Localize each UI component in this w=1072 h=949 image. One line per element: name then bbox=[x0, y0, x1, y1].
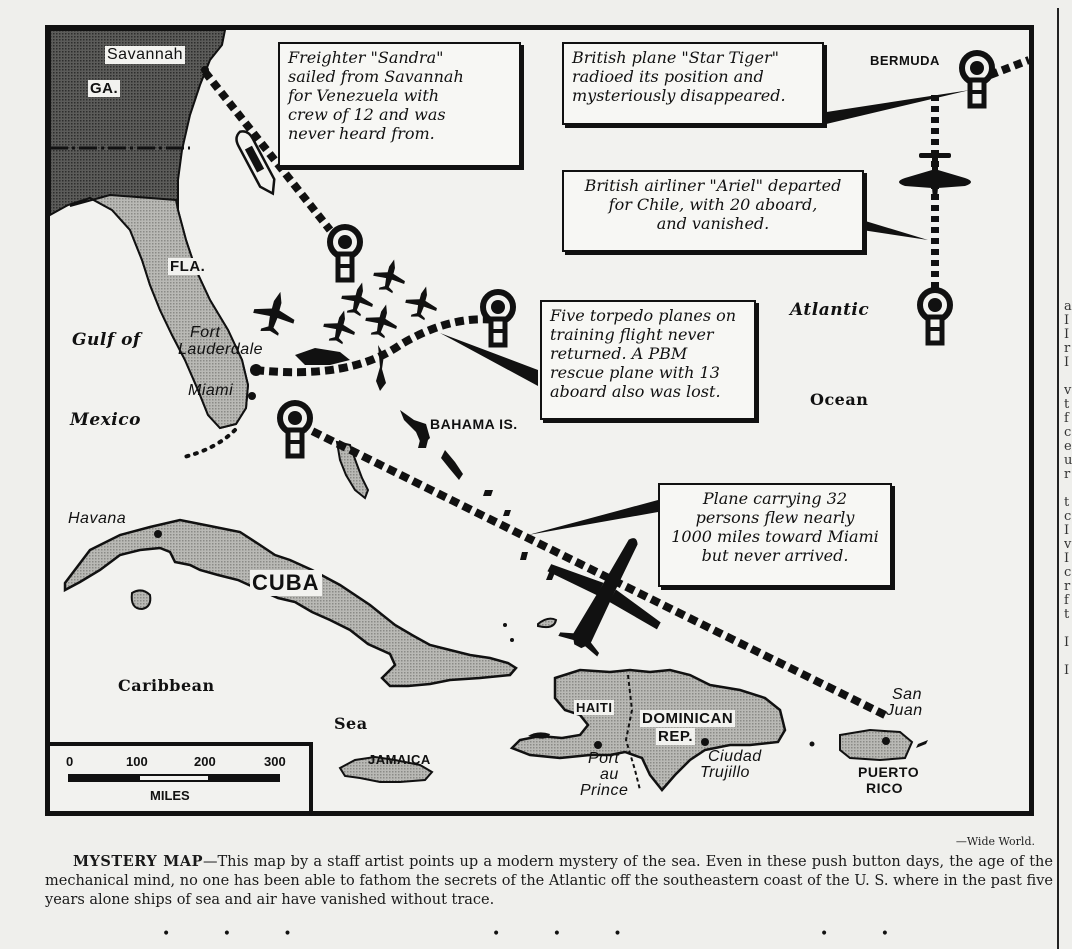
callout-freighter-sandra: Freighter "Sandra" sailed from Savannah … bbox=[278, 42, 521, 167]
label-gulf-of: Gulf of bbox=[72, 330, 141, 350]
label-bermuda: BERMUDA bbox=[870, 53, 940, 68]
label-au: au bbox=[600, 766, 619, 783]
column-rule bbox=[1057, 8, 1059, 949]
map-caption: MYSTERY MAP—This map by a staff artist p… bbox=[45, 852, 1053, 910]
airplane-icon bbox=[899, 153, 971, 198]
cuba-land bbox=[63, 518, 518, 688]
puerto-rico-land bbox=[839, 728, 914, 762]
question-mark-pin-icon bbox=[962, 53, 992, 106]
airplane-icon bbox=[402, 282, 442, 323]
callout-ariel: British airliner "Ariel" departed for Ch… bbox=[562, 170, 864, 252]
scale-tick-300: 300 bbox=[264, 754, 286, 769]
separator-dots-right: • • bbox=[820, 926, 913, 942]
label-jamaica: JAMAICA bbox=[368, 752, 431, 767]
airplane-icon bbox=[547, 538, 661, 657]
label-florida: FLA. bbox=[168, 258, 208, 275]
label-savannah: Savannah bbox=[105, 46, 186, 64]
label-haiti: HAITI bbox=[574, 700, 615, 715]
label-lauderdale: Lauderdale bbox=[178, 341, 264, 358]
airplane-icon bbox=[362, 300, 402, 341]
caption-body: —This map by a staff artist points up a … bbox=[45, 854, 1053, 908]
callout-star-tiger: British plane "Star Tiger" radioed its p… bbox=[562, 42, 824, 125]
label-mexico: Mexico bbox=[70, 410, 141, 430]
label-havana: Havana bbox=[68, 510, 127, 527]
callout-torpedo-planes: Five torpedo planes on training flight n… bbox=[540, 300, 756, 420]
label-rep: REP. bbox=[656, 728, 696, 745]
caption-lead: MYSTERY MAP bbox=[73, 853, 204, 870]
ship-icon bbox=[235, 130, 276, 196]
label-caribbean: Caribbean bbox=[118, 676, 215, 695]
scale-tick-200: 200 bbox=[194, 754, 216, 769]
label-bahama-islands: BAHAMA IS. bbox=[430, 416, 518, 432]
label-georgia: GA. bbox=[88, 80, 121, 97]
label-cuba: CUBA bbox=[250, 570, 322, 596]
label-ciudad: Ciudad bbox=[708, 748, 762, 765]
label-prince: Prince bbox=[580, 782, 629, 799]
question-mark-pin-icon bbox=[920, 290, 950, 343]
question-mark-pin-icon bbox=[483, 292, 513, 345]
separator-dots-left: • • • bbox=[162, 926, 316, 942]
scale-unit: MILES bbox=[150, 788, 190, 803]
label-dominican: DOMINICAN bbox=[640, 710, 736, 727]
scale-bar: 0 100 200 300 MILES bbox=[50, 742, 313, 811]
mystery-map: Savannah GA. FLA. Fort Lauderdale Miami … bbox=[45, 25, 1034, 816]
label-atlantic: Atlantic bbox=[790, 300, 870, 320]
label-san: San bbox=[892, 686, 922, 703]
bahama-islands bbox=[295, 345, 556, 580]
label-fort: Fort bbox=[190, 324, 221, 341]
scale-tick-0: 0 bbox=[66, 754, 74, 769]
label-sea: Sea bbox=[334, 714, 368, 733]
florida-peninsula bbox=[69, 193, 250, 430]
question-mark-pin-icon bbox=[330, 227, 360, 280]
scale-bar-graphic bbox=[68, 774, 280, 782]
scale-tick-100: 100 bbox=[126, 754, 148, 769]
label-port: Port bbox=[588, 750, 620, 767]
label-trujillo: Trujillo bbox=[700, 764, 750, 781]
callout-plane-32: Plane carrying 32 persons flew nearly 10… bbox=[658, 483, 892, 587]
airplane-icon bbox=[370, 255, 410, 296]
label-juan: Juan bbox=[886, 702, 923, 719]
separator-dots-mid: • • • bbox=[492, 926, 646, 942]
label-rico: RICO bbox=[866, 780, 903, 796]
label-ocean: Ocean bbox=[810, 390, 869, 409]
label-miami: Miami bbox=[188, 382, 234, 399]
photo-credit: —Wide World. bbox=[955, 835, 1035, 848]
jamaica-land bbox=[338, 755, 434, 783]
airplane-icon bbox=[249, 286, 301, 339]
adjacent-column-text: a I I r I v t f c e u r t c I v I c r f … bbox=[1064, 300, 1072, 678]
question-mark-pin-icon bbox=[280, 403, 310, 456]
label-puerto: PUERTO bbox=[858, 764, 920, 780]
